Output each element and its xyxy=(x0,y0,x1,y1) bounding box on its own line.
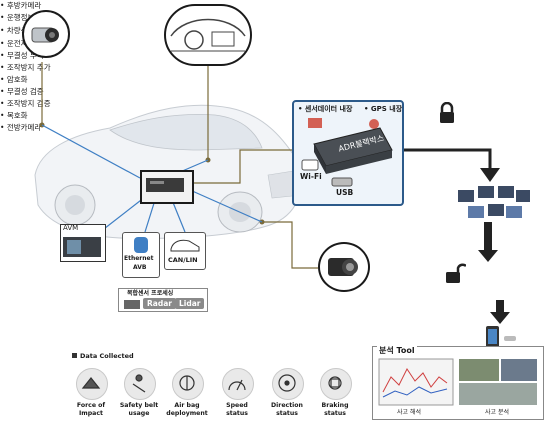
usb-label: USB xyxy=(336,188,354,197)
security-top-item: • 무결성 부여 xyxy=(0,51,44,60)
can-panel: CAN/LIN xyxy=(164,232,206,270)
radar-chip: Radar xyxy=(143,298,176,309)
avm-screen xyxy=(63,237,101,257)
brake-icon xyxy=(320,368,352,400)
accident-review-label: 사고 분석 xyxy=(485,409,509,416)
speedometer-icon xyxy=(222,368,254,400)
central-unit xyxy=(140,170,194,204)
analysis-screens xyxy=(378,358,537,406)
car-side-icon xyxy=(170,239,200,252)
rear-camera-icon xyxy=(31,27,59,43)
security-bottom-item: • 조작방지 검증 xyxy=(0,99,51,108)
data-collected-heading: Data Collected xyxy=(72,352,134,360)
dashboard-icon xyxy=(170,18,246,52)
airbag-icon xyxy=(172,368,204,400)
analysis-tool-panel: 분석 Tool 사고 해석 사고 분석 xyxy=(372,345,544,420)
interior-info-item: • 운행정보 xyxy=(0,13,35,22)
adr-device-panel: • 센서데이터 내장 • GPS 내장 ADR블랙박스 Wi-Fi USB xyxy=(292,100,404,206)
ethernet-panel: Ethernet AVB xyxy=(122,232,160,278)
lidar-chip: Lidar xyxy=(175,298,205,309)
front-camera-circle xyxy=(318,242,370,292)
avm-label: AVM xyxy=(63,224,79,232)
radar-sensor-icon xyxy=(124,300,140,309)
security-top-item: • 암호화 xyxy=(0,75,28,84)
interior-info-item: • 차량상태 xyxy=(0,26,35,35)
server-cluster-icon xyxy=(458,186,530,218)
accident-analysis-label: 사고 해석 xyxy=(397,409,421,416)
wifi-label: Wi-Fi xyxy=(300,172,322,181)
fusion-panel: 복합센서 프로세싱 Radar Lidar xyxy=(118,288,208,312)
can-label: CAN/LIN xyxy=(168,256,198,264)
interior-circle xyxy=(164,4,252,66)
ecu-icon xyxy=(146,178,184,192)
lock-open-icon xyxy=(446,263,466,283)
steering-wheel-icon xyxy=(272,368,304,400)
front-camera-label: • 전방카메라 xyxy=(0,123,42,132)
fusion-title: 복합센서 프로세싱 xyxy=(127,290,174,297)
security-bottom-item: • 무결성 검증 xyxy=(0,87,44,96)
avb-label: AVB xyxy=(133,264,147,271)
ethernet-label: Ethernet xyxy=(124,255,154,262)
security-top-list: • 무결성 부여 • 조작방지 추가 • 암호화 xyxy=(0,50,550,86)
analysis-tool-title: 분석 Tool xyxy=(377,345,417,356)
adr-device-icon xyxy=(301,118,393,187)
security-bottom-item: • 복호화 xyxy=(0,111,28,120)
rear-camera-label: • 후방카메라 xyxy=(0,1,42,10)
front-camera-icon xyxy=(328,258,358,276)
gps-label: • GPS 내장 xyxy=(364,105,403,113)
car-topview-icon xyxy=(134,237,148,253)
security-top-item: • 조작방지 추가 xyxy=(0,63,51,72)
seatbelt-icon xyxy=(124,368,156,400)
impact-icon xyxy=(76,368,108,400)
security-bottom-list: • 무결성 검증 • 조작방지 검증 • 복호화 xyxy=(0,86,550,122)
sensor-data-label: • 센서데이터 내장 xyxy=(298,105,353,113)
smartphone-icon xyxy=(486,326,516,348)
avm-panel: AVM xyxy=(60,224,106,262)
lock-closed-icon xyxy=(440,102,454,123)
rear-camera-circle xyxy=(22,10,70,58)
